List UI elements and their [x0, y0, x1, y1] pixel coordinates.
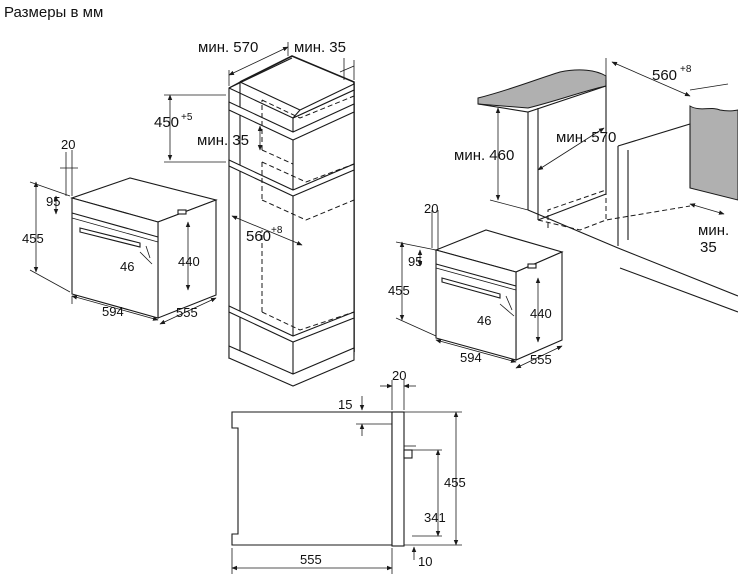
side-dim-bottom: 10 — [418, 554, 432, 569]
left-dim-handle: 46 — [120, 259, 134, 274]
dim-niche-width-tolerance: +8 — [271, 225, 283, 236]
uc-niche-width-tolerance: +8 — [680, 64, 692, 75]
right-dim-inner: 440 — [530, 306, 552, 321]
dim-min-depth-label: мин. 570 — [198, 39, 258, 56]
right-dim-top: 20 — [424, 201, 438, 216]
page-title: Размеры в мм — [4, 4, 104, 21]
side-dim-height: 455 — [444, 475, 466, 490]
side-dim-top: 15 — [338, 397, 352, 412]
right-dim-height: 455 — [388, 283, 410, 298]
oven-right: 20 95 455 594 555 440 46 — [388, 201, 564, 369]
left-dim-top: 20 — [61, 137, 75, 152]
uc-min-side-label-b: 35 — [700, 239, 717, 256]
undercounter-niche: 560 +8 мин. 460 мин. 570 мин. 35 — [454, 58, 738, 313]
left-dim-inner: 440 — [178, 254, 200, 269]
uc-niche-width-label: 560 — [652, 67, 677, 84]
dim-niche-height-label: 450 — [154, 114, 179, 131]
dim-min-side-label: мин. 35 — [294, 39, 346, 56]
uc-min-side-label-a: мин. — [698, 222, 729, 239]
left-dim-panel: 95 — [46, 194, 60, 209]
right-dim-width: 594 — [460, 350, 482, 365]
side-dim-depth: 555 — [300, 552, 322, 567]
side-dim-front: 20 — [392, 368, 406, 383]
dim-min-gap-label: мин. 35 — [197, 132, 249, 149]
right-dim-depth: 555 — [530, 352, 552, 367]
uc-min-height-label: мин. 460 — [454, 147, 514, 164]
side-dim-lower: 341 — [424, 510, 446, 525]
dim-niche-width-label: 560 — [246, 228, 271, 245]
oven-left: 20 95 455 594 555 440 46 — [22, 137, 218, 325]
left-dim-height: 455 — [22, 231, 44, 246]
left-dim-width: 594 — [102, 304, 124, 319]
side-view: 20 15 455 341 10 555 — [231, 368, 466, 574]
right-dim-handle: 46 — [477, 313, 491, 328]
right-dim-panel: 95 — [408, 254, 422, 269]
dim-niche-height-tolerance: +5 — [181, 112, 193, 123]
tall-cabinet: мин. 570 мин. 35 450 +5 мин. 35 560 +8 — [154, 39, 355, 387]
uc-min-depth-label: мин. 570 — [556, 129, 616, 146]
left-dim-depth: 555 — [176, 305, 198, 320]
